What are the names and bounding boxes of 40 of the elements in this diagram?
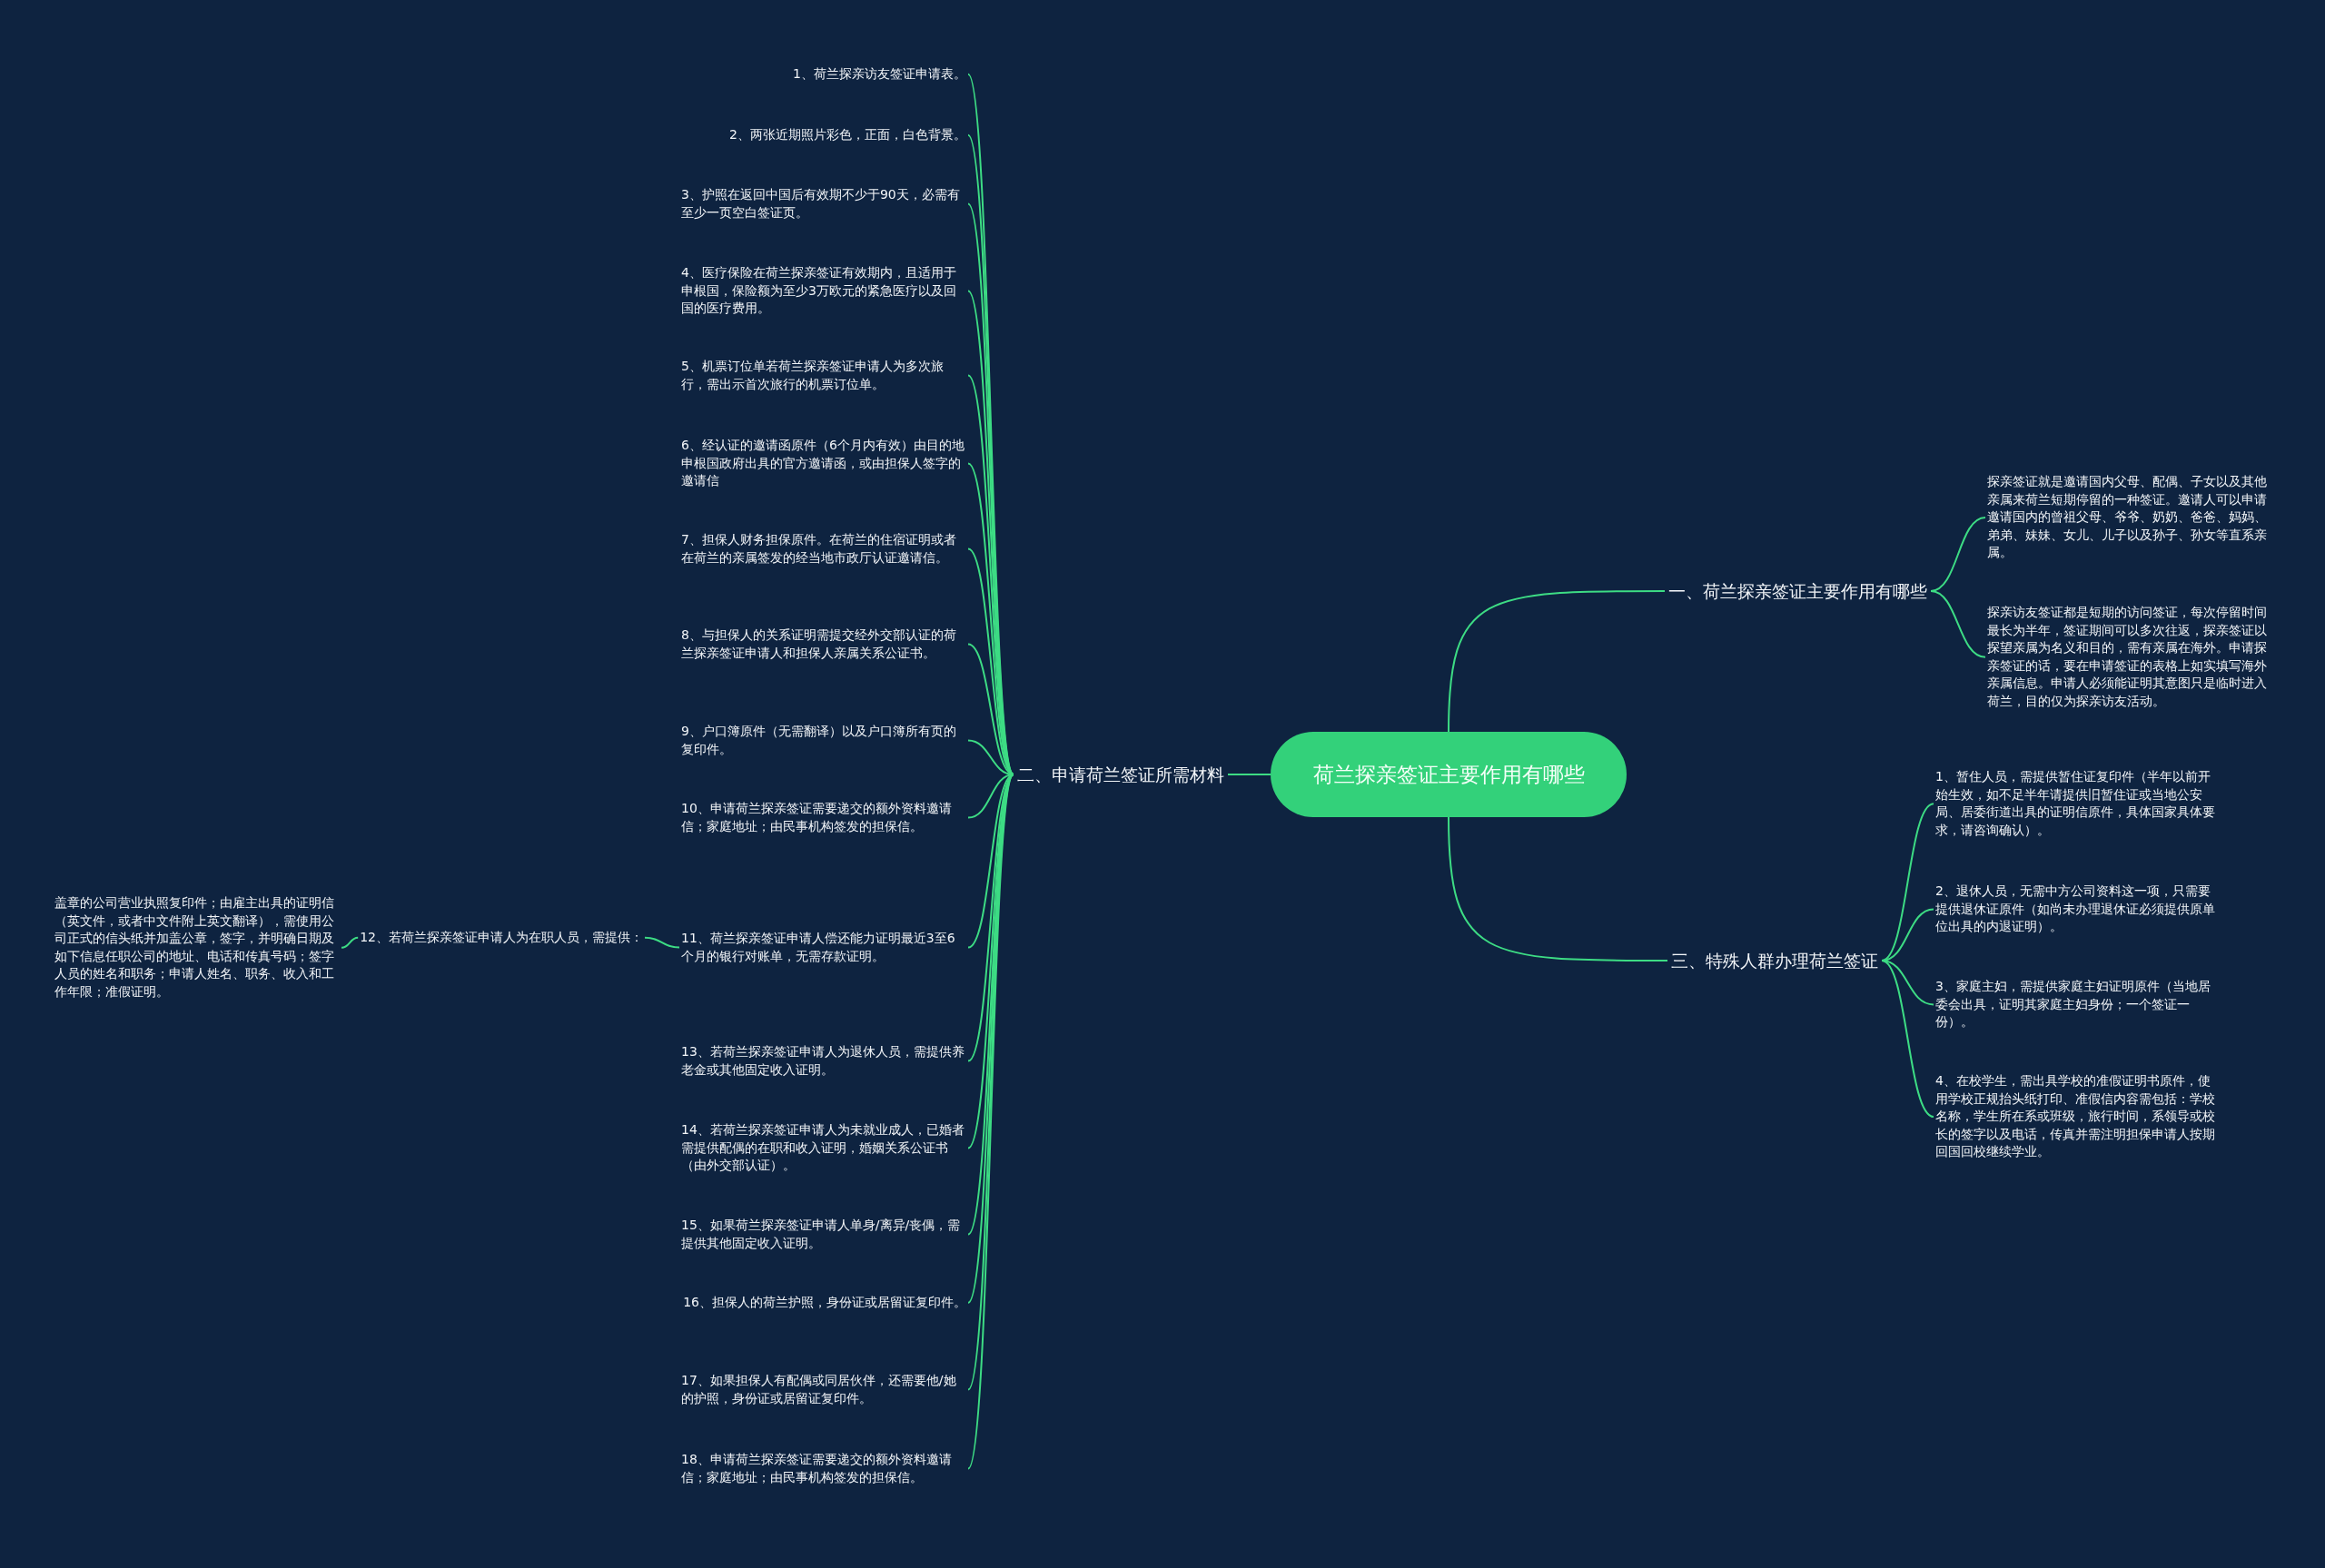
topic-text: 8、与担保人的关系证明需提交经外交部认证的荷兰探亲签证申请人和担保人亲属关系公证书。	[679, 626, 968, 664]
connector-line	[967, 462, 1014, 775]
topic-text: 11、荷兰探亲签证申请人偿还能力证明最近3至6个月的银行对账单，无需存款证明。	[679, 929, 968, 967]
topic-text: 7、担保人财务担保原件。在荷兰的住宿证明或者在荷兰的亲属签发的经当地市政厅认证邀请信。	[679, 530, 968, 568]
topic-text: 12、若荷兰探亲签证申请人为在职人员，需提供：	[358, 928, 645, 948]
connector-line	[1881, 803, 1934, 962]
connector-line	[1881, 960, 1934, 1118]
topic-text: 13、若荷兰探亲签证申请人为退休人员，需提供养老金或其他固定收入证明。	[679, 1042, 968, 1080]
connector-line	[341, 936, 360, 949]
topic-text: 探亲签证就是邀请国内父母、配偶、子女以及其他亲属来荷兰短期停留的一种签证。邀请人可以申请邀请国内的曾祖父母、爷爷、奶奶、爸爸、妈妈、弟弟、妹妹、女儿、儿子以及孙子、孙女等直系亲属。	[1985, 472, 2274, 563]
central-topic: 荷兰探亲签证主要作用有哪些	[1271, 732, 1627, 817]
topic-text: 18、申请荷兰探亲签证需要递交的额外资料邀请信；家庭地址；由民事机构签发的担保信。	[679, 1450, 968, 1488]
connector-line	[1930, 590, 1986, 658]
topic-text: 4、在校学生，需出具学校的准假证明书原件，使用学校正规抬头纸打印、准假信内容需包括：学校名称，学生所在系或班级，旅行时间，系领导或校长的签字以及电话，传真并需注明担保申请人按期回国回校继续学业。	[1934, 1071, 2222, 1162]
topic-text: 9、户口簿原件（无需翻译）以及户口簿所有页的复印件。	[679, 722, 968, 760]
topic-text: 6、经认证的邀请函原件（6个月内有效）由目的地申根国政府出具的官方邀请函，或由担保人签字的邀请信	[679, 436, 968, 491]
topic-text: 2、退休人员，无需中方公司资料这一项，只需要提供退休证原件（如尚未办理退休证必须提供原单位出具的内退证明）。	[1934, 882, 2222, 937]
connector-line	[967, 774, 1014, 1149]
topic-text: 10、申请荷兰探亲签证需要递交的额外资料邀请信；家庭地址；由民事机构签发的担保信。	[679, 799, 968, 837]
topic-text: 5、机票订位单若荷兰探亲签证申请人为多次旅行，需出示首次旅行的机票订位单。	[679, 357, 968, 395]
topic-text: 盖章的公司营业执照复印件；由雇主出具的证明信（英文件，或者中文件附上英文翻译），需使用公司正式的信头纸并加盖公章，签字，并明确日期及如下信息任职公司的地址、电话和传真号码；签字人员的姓名和职务；申请人姓名、职务、收入和工作年限；准假证明。	[53, 893, 341, 1002]
topic-text: 14、若荷兰探亲签证申请人为未就业成人，已婚者需提供配偶的在职和收入证明，婚姻关系公证书（由外交部认证）。	[679, 1120, 968, 1176]
connector-line	[1448, 590, 1666, 733]
topic-text: 2、两张近期照片彩色，正面，白色背景。	[727, 125, 968, 145]
connector-line	[1448, 816, 1668, 962]
topic-text: 16、担保人的荷兰护照，身份证或居留证复印件。	[681, 1293, 968, 1313]
connector-line	[1227, 774, 1271, 775]
topic-text: 探亲访友签证都是短期的访问签证，每次停留时间最长为半年，签证期间可以多次往返，探亲签证以探望亲属为名义和目的，需有亲属在海外。申请探亲签证的话，要在申请签证的表格上如实填写海外亲属信息。申请人必须能证明其意图只是临时进入荷兰，目的仅为探亲访友活动。	[1985, 603, 2274, 712]
branch-topic: 二、申请荷兰签证所需材料	[1014, 761, 1228, 788]
topic-text: 15、如果荷兰探亲签证申请人单身/离异/丧偶，需提供其他固定收入证明。	[679, 1216, 968, 1254]
connector-line	[967, 643, 1014, 775]
topic-text: 3、护照在返回中国后有效期不少于90天，必需有至少一页空白签证页。	[679, 185, 968, 223]
topic-text: 4、医疗保险在荷兰探亲签证有效期内，且适用于申根国，保险额为至少3万欧元的紧急医疗以及回国的医疗费用。	[679, 263, 968, 319]
topic-text: 1、荷兰探亲访友签证申请表。	[791, 64, 968, 84]
connector-line	[644, 936, 680, 949]
topic-text: 17、如果担保人有配偶或同居伙伴，还需要他/她的护照，身份证或居留证复印件。	[679, 1371, 968, 1409]
topic-text: 3、家庭主妇，需提供家庭主妇证明原件（当地居委会出具，证明其家庭主妇身份；一个签证一份）。	[1934, 977, 2222, 1032]
branch-topic: 三、特殊人群办理荷兰签证	[1667, 947, 1882, 974]
branch-topic: 一、荷兰探亲签证主要作用有哪些	[1665, 577, 1931, 605]
topic-text: 1、暂住人员，需提供暂住证复印件（半年以前开始生效，如不足半年请提供旧暂住证或当地公安局、居委街道出具的证明信原件，具体国家具体要求，请咨询确认）。	[1934, 767, 2222, 841]
